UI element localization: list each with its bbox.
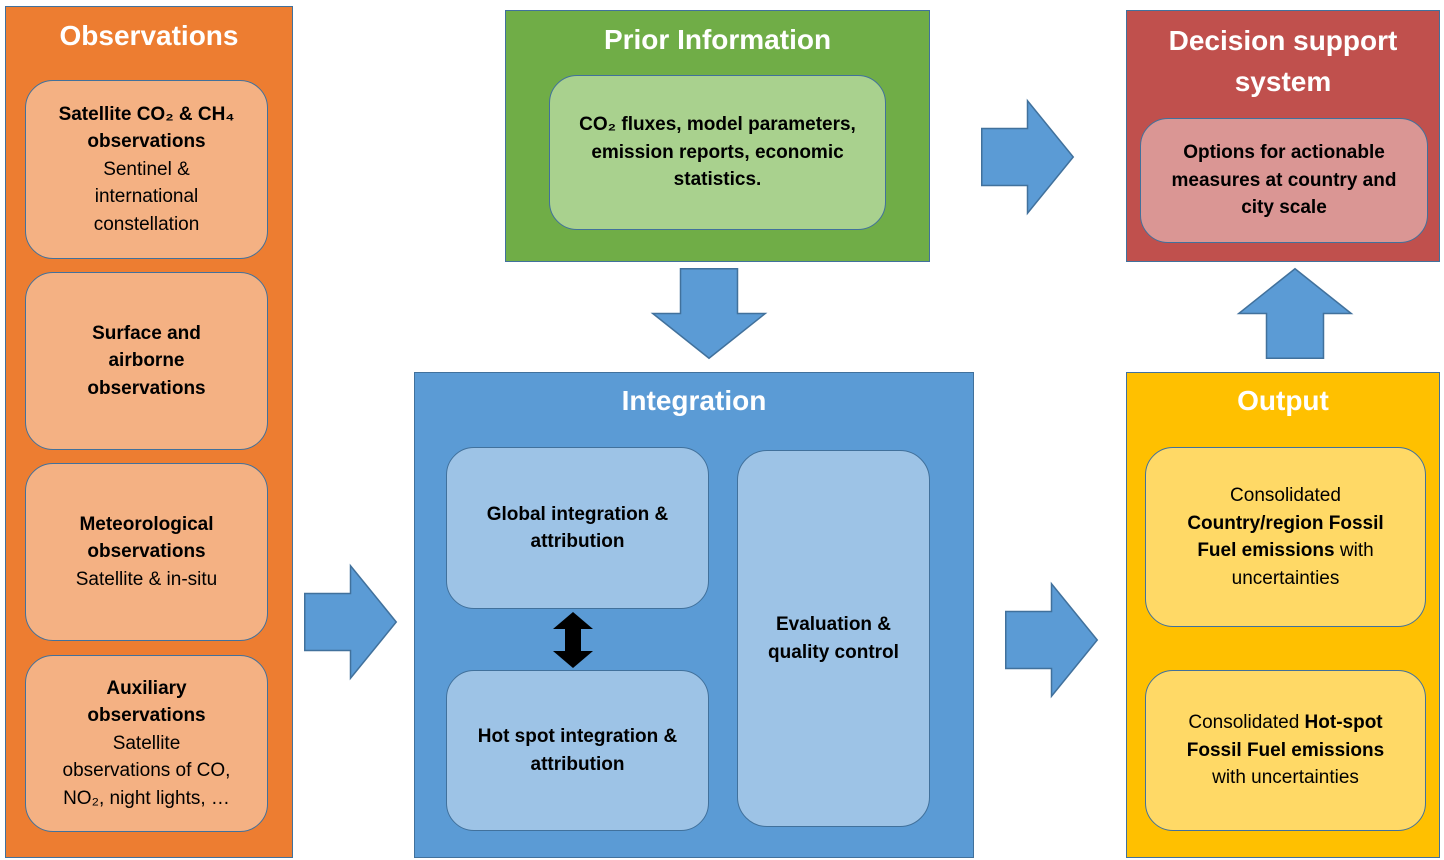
decision-support-box: Options for actionable measures at count… (1140, 118, 1428, 243)
observation-box-satellite-co2-ch4: Satellite CO₂ & CH₄ observations Sentine… (25, 80, 268, 259)
evaluation-quality-control-label: Evaluation & quality control (768, 614, 899, 663)
output-prefix: Consolidated (1230, 485, 1341, 506)
arrow-prior-information-to-integration (650, 268, 768, 360)
arrow-observations-to-integration (304, 563, 398, 681)
observation-box-auxiliary: Auxiliary observations Satellite observa… (25, 655, 268, 832)
arrow-integration-to-output (1005, 581, 1099, 699)
observation-detail: Satellite observations of CO, NO₂, night… (62, 732, 231, 809)
output-country-region-text: Consolidated Country/region Fossil Fuel … (1178, 482, 1394, 592)
observation-label: Meteorological observations (79, 513, 214, 563)
arrow-shape (1236, 267, 1354, 359)
output-box-country-region: Consolidated Country/region Fossil Fuel … (1145, 447, 1426, 627)
output-suffix: with uncertainties (1212, 767, 1359, 789)
observation-detail: Satellite & in-situ (75, 568, 218, 590)
evaluation-quality-control-box: Evaluation & quality control (737, 450, 930, 827)
observation-label: Satellite CO₂ & CH₄ observations (58, 103, 235, 153)
global-integration-label: Global integration & attribution (486, 503, 669, 553)
arrow-shape (1005, 581, 1099, 699)
arrow-shape (981, 98, 1075, 216)
observation-box-meteorological: Meteorological observations Satellite & … (25, 463, 268, 641)
output-emphasis: Hot-spot Fossil Fuel emissions (1186, 712, 1385, 761)
decision-support-title: Decision support system (1168, 25, 1398, 97)
hot-spot-integration-box: Hot spot integration & attribution (446, 670, 709, 831)
prior-information-panel: Prior Information CO₂ fluxes, model para… (505, 10, 930, 262)
global-integration-box: Global integration & attribution (446, 447, 709, 609)
arrow-output-to-decision-support (1236, 267, 1354, 359)
observation-detail: Sentinel & international constellation (93, 158, 200, 235)
observations-title: Observations (59, 20, 239, 51)
observations-panel: Observations Satellite CO₂ & CH₄ observa… (5, 6, 293, 858)
observation-box-surface-airborne: Surface and airborne observations (25, 272, 268, 450)
integration-panel: Integration Global integration & attribu… (414, 372, 974, 858)
output-hot-spot-text: Consolidated Hot-spot Fossil Fuel emissi… (1178, 709, 1394, 792)
prior-information-content: CO₂ fluxes, model parameters, emission r… (579, 114, 856, 191)
output-prefix: Consolidated (1188, 712, 1300, 734)
integration-title: Integration (621, 385, 767, 416)
bidirectional-arrow-shape (553, 612, 593, 668)
arrow-shape (304, 563, 398, 681)
output-suffix: with uncertainties (1231, 540, 1374, 589)
arrow-shape (650, 268, 768, 360)
observation-label: Surface and airborne observations (87, 322, 206, 399)
prior-information-title: Prior Information (603, 24, 832, 55)
decision-support-panel: Decision support system Options for acti… (1126, 10, 1440, 262)
decision-support-content: Options for actionable measures at count… (1171, 142, 1397, 219)
bidirectional-arrow (553, 612, 593, 668)
arrow-prior-information-to-decision-support (981, 98, 1075, 216)
output-box-hot-spot: Consolidated Hot-spot Fossil Fuel emissi… (1145, 670, 1426, 831)
output-emphasis: Country/region Fossil Fuel emissions (1187, 512, 1384, 562)
hot-spot-integration-label: Hot spot integration & attribution (477, 726, 678, 775)
prior-information-box: CO₂ fluxes, model parameters, emission r… (549, 75, 886, 230)
output-panel: Output Consolidated Country/region Fossi… (1126, 372, 1440, 858)
observation-label: Auxiliary observations (87, 677, 206, 727)
output-title: Output (1237, 385, 1329, 416)
